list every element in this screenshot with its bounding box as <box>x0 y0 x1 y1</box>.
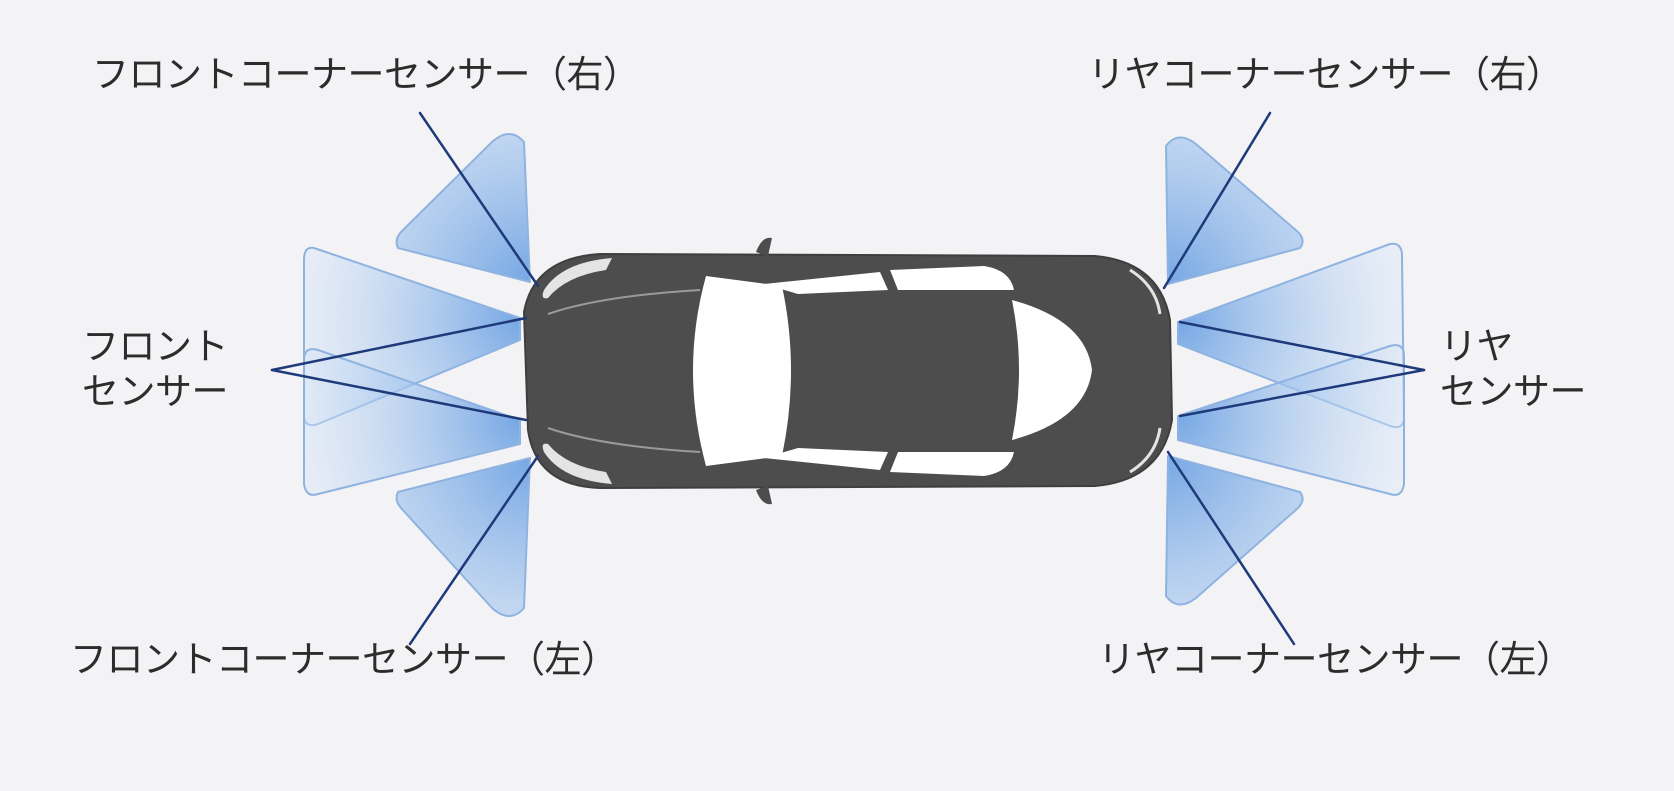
leader-rear-corner-right <box>1162 111 1272 290</box>
front-corner-left-label: フロントコーナーセンサー（左） <box>70 638 618 681</box>
rear-lower-zone <box>1177 344 1405 496</box>
leader-rear-upper <box>1178 320 1426 372</box>
front-corner-left-zone <box>395 457 531 617</box>
rear-corner-left-label: リヤコーナーセンサー（左） <box>1098 638 1573 681</box>
front-sensor-label-line2: センサー <box>82 370 229 414</box>
leader-rear-corner-left <box>1166 450 1296 646</box>
hood-line-upper <box>547 289 701 315</box>
rear-sensor-label: リヤ センサー <box>1440 324 1587 414</box>
leader-lines <box>270 111 1426 646</box>
mirror-upper <box>756 237 772 256</box>
rear-window <box>1012 300 1092 440</box>
rear-corner-right-zone <box>1165 136 1304 285</box>
car-body <box>522 252 1174 490</box>
leader-front-corner-right <box>418 111 540 288</box>
car-top-view <box>522 237 1174 505</box>
front-sensor-zones <box>303 133 531 617</box>
hood-line-lower <box>547 427 701 453</box>
rear-corner-left-zone <box>1165 455 1304 606</box>
rear-sensor-label-line1: リヤ <box>1440 325 1514 368</box>
front-sensor-label-line1: フロント <box>82 325 229 368</box>
leader-front-corner-left <box>408 454 540 646</box>
rear-corner-right-label: リヤコーナーセンサー（右） <box>1088 53 1563 96</box>
front-lower-zone <box>303 348 521 496</box>
leader-rear-lower <box>1178 368 1426 418</box>
windshield <box>693 276 791 466</box>
rear-sensor-label-line2: センサー <box>1440 370 1587 414</box>
side-window-rear-upper <box>890 266 1014 290</box>
leader-front-upper <box>270 316 528 372</box>
front-light-lower <box>542 443 612 484</box>
rear-light-lower <box>1129 427 1162 474</box>
front-corner-right-zone <box>395 133 531 283</box>
mirror-lower <box>756 486 772 505</box>
front-corner-right-label: フロントコーナーセンサー（右） <box>92 53 640 96</box>
side-window-front-upper <box>764 272 888 294</box>
front-light-upper <box>542 258 612 299</box>
rear-sensor-zones <box>1165 136 1405 606</box>
side-window-rear-lower <box>890 452 1014 476</box>
rear-light-upper <box>1129 268 1162 315</box>
front-sensor-label: フロント センサー <box>82 324 229 414</box>
side-window-front-lower <box>764 448 888 470</box>
leader-front-lower <box>270 368 528 422</box>
